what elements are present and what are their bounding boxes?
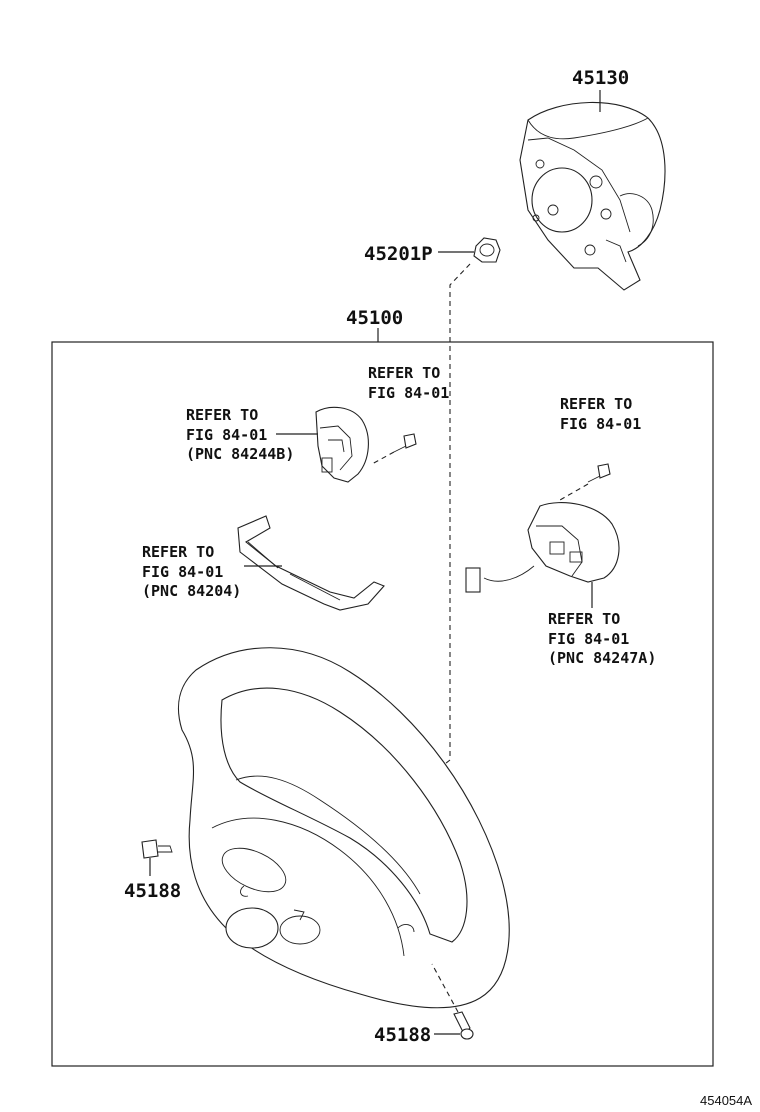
screw-upper-left-illustration xyxy=(393,433,417,453)
part-number-45130: 45130 xyxy=(572,67,629,89)
assembly-frame xyxy=(51,341,714,1067)
screw-upper-right-illustration xyxy=(587,463,611,483)
bolt-bottom-illustration xyxy=(453,1011,474,1040)
ref-upper-right-line2: FIG 84-01 xyxy=(560,415,641,433)
ref-mid-left-line2: FIG 84-01 xyxy=(142,563,223,581)
ref-upper-left-line1: REFER TO xyxy=(186,406,258,424)
switch-right-illustration xyxy=(465,502,620,593)
part-number-45188-bottom: 45188 xyxy=(374,1024,431,1046)
dash-screw-upper-right xyxy=(559,483,589,501)
part-number-45100: 45100 xyxy=(346,307,403,329)
bracket-illustration xyxy=(237,515,385,611)
ref-mid-right-line3: (PNC 84247A) xyxy=(548,649,656,667)
part-number-45188-left: 45188 xyxy=(124,880,181,902)
switch-left-illustration xyxy=(315,406,369,483)
ref-mid-right-line2: FIG 84-01 xyxy=(548,630,629,648)
part-number-45201p: 45201P xyxy=(364,243,433,265)
ref-top-center-line1: REFER TO xyxy=(368,364,440,382)
ref-upper-right-line1: REFER TO xyxy=(560,395,632,413)
nut-illustration xyxy=(473,237,501,263)
ref-upper-left-line2: FIG 84-01 xyxy=(186,426,267,444)
airbag-module-illustration xyxy=(519,101,666,291)
ref-top-center-line2: FIG 84-01 xyxy=(368,384,449,402)
ref-upper-left-line3: (PNC 84244B) xyxy=(186,445,294,463)
figure-code: 454054A xyxy=(700,1093,752,1108)
ref-mid-left-line1: REFER TO xyxy=(142,543,214,561)
ref-mid-right-line1: REFER TO xyxy=(548,610,620,628)
dash-screw-upper-left xyxy=(371,451,395,465)
dash-bolt-bottom xyxy=(431,963,459,1013)
clip-left-illustration xyxy=(141,839,173,859)
ref-mid-left-line3: (PNC 84204) xyxy=(142,582,241,600)
steering-wheel-illustration xyxy=(177,647,510,1009)
